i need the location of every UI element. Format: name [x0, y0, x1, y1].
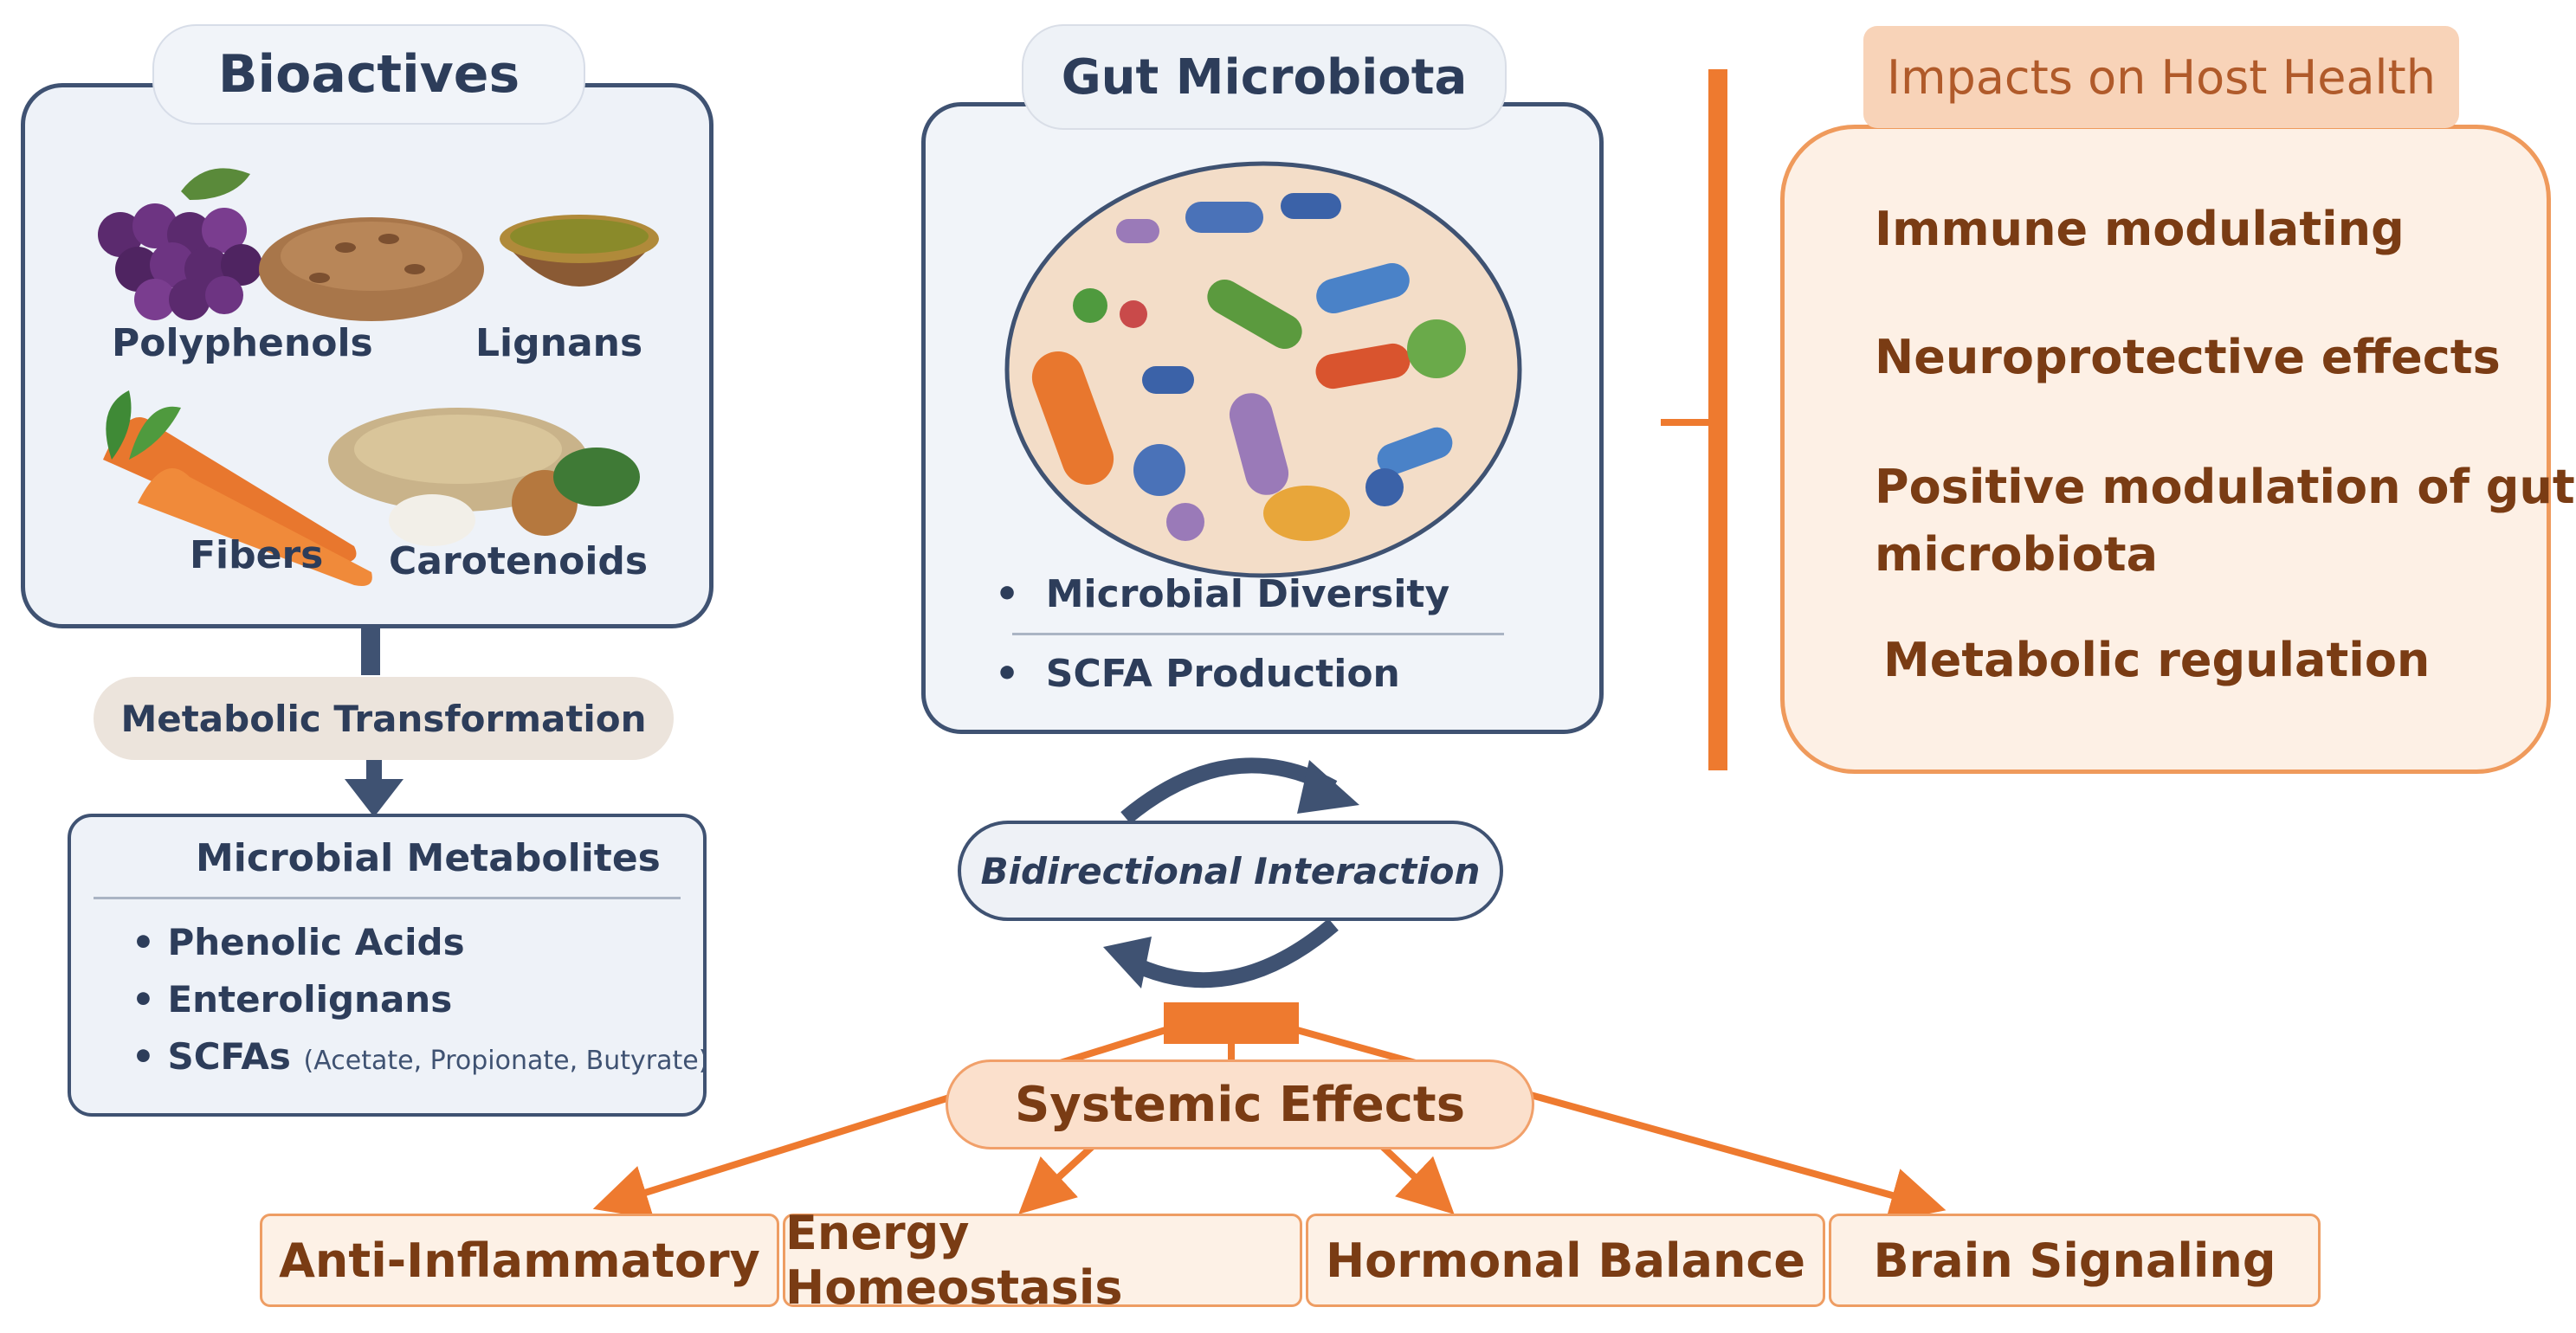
bioactive-carotenoids: Carotenoids — [389, 539, 649, 583]
microbiota-divider — [1012, 633, 1504, 635]
bowl-icon — [500, 215, 659, 287]
impact-item: Neuroprotective effects — [1875, 330, 2501, 384]
bullet-icon: • — [132, 921, 168, 963]
microbiota-item: • Microbial Diversity — [995, 572, 1449, 616]
bullet-icon: • — [995, 652, 1046, 696]
arrow-to-hormonal — [1379, 1143, 1455, 1214]
microbes-icon — [1004, 161, 1522, 578]
impact-item: Metabolic regulation — [1883, 633, 2431, 687]
metabolic-transformation-label: Metabolic Transformation — [94, 677, 674, 760]
grapes-icon — [98, 168, 262, 320]
metabolite-item: • Enterolignans — [132, 978, 452, 1021]
arrow-head-metab — [345, 779, 404, 817]
effect-brain-signaling: Brain Signaling — [1829, 1214, 2321, 1307]
microbial-metabolites-panel: Microbial Metabolites • Phenolic Acids •… — [68, 814, 708, 1117]
bidirectional-interaction-label: Bidirectional Interaction — [958, 821, 1503, 921]
arrow-to-anti-inflammatory — [592, 1027, 1167, 1220]
impact-item: Positive modulation of gut — [1875, 460, 2575, 514]
microbiota-label: Microbial Diversity — [1045, 572, 1450, 616]
bioactives-illustration — [98, 168, 659, 586]
microbiota-item: • SCFA Production — [995, 652, 1400, 696]
bioactives-panel: Polyphenols Lignans Fibers Carotenoids — [21, 83, 713, 628]
systemic-hub — [1164, 1002, 1299, 1044]
bullet-icon: • — [132, 978, 168, 1021]
bioactive-polyphenols: Polyphenols — [112, 321, 373, 365]
microbial-metabolites-title: Microbial Metabolites — [196, 836, 661, 880]
microbiota-illustration — [1004, 161, 1522, 578]
impact-item: Immune modulating — [1875, 202, 2405, 256]
bioactive-lignans: Lignans — [475, 321, 643, 365]
effect-energy-homeostasis: Energy Homeostasis — [783, 1206, 1302, 1315]
circular-arrow-top-head — [1297, 760, 1359, 814]
gut-microbiota-panel: • Microbial Diversity • SCFA Production — [921, 102, 1604, 734]
systemic-effects-label: Systemic Effects — [946, 1059, 1534, 1149]
metabolite-item: • Phenolic Acids — [132, 921, 465, 963]
effect-anti-inflammatory: Anti-Inflammatory — [260, 1214, 779, 1307]
bullet-icon: • — [132, 1035, 168, 1078]
seeds-icon — [259, 217, 484, 321]
bullet-icon: • — [995, 572, 1046, 616]
metabolite-sub: (Acetate, Propionate, Butyrate) — [303, 1046, 709, 1076]
bioactive-fibers: Fibers — [190, 533, 324, 577]
microbiota-label: SCFA Production — [1045, 652, 1400, 696]
effect-hormonal-balance: Hormonal Balance — [1306, 1214, 1825, 1307]
impacts-panel: Immune modulating Neuroprotective effect… — [1780, 125, 2575, 774]
impacts-header: Impacts on Host Health — [1863, 26, 2459, 128]
grains-icon — [328, 408, 640, 546]
bioactives-title: Bioactives — [152, 24, 585, 125]
metabolite-label: Enterolignans — [167, 978, 453, 1021]
circular-arrow-bottom — [1123, 918, 1339, 988]
metabolite-label: SCFAs — [167, 1035, 291, 1078]
metabolites-divider — [94, 897, 681, 899]
gut-microbiota-title: Gut Microbiota — [1022, 24, 1507, 130]
arrow-to-energy — [1018, 1143, 1095, 1214]
circular-arrow-bottom-head — [1103, 937, 1152, 988]
carrots-icon — [103, 390, 372, 586]
impact-item: microbiota — [1875, 527, 2159, 582]
metabolite-item: • SCFAs (Acetate, Propionate, Butyrate) — [132, 1035, 708, 1078]
metabolite-label: Phenolic Acids — [167, 921, 465, 963]
